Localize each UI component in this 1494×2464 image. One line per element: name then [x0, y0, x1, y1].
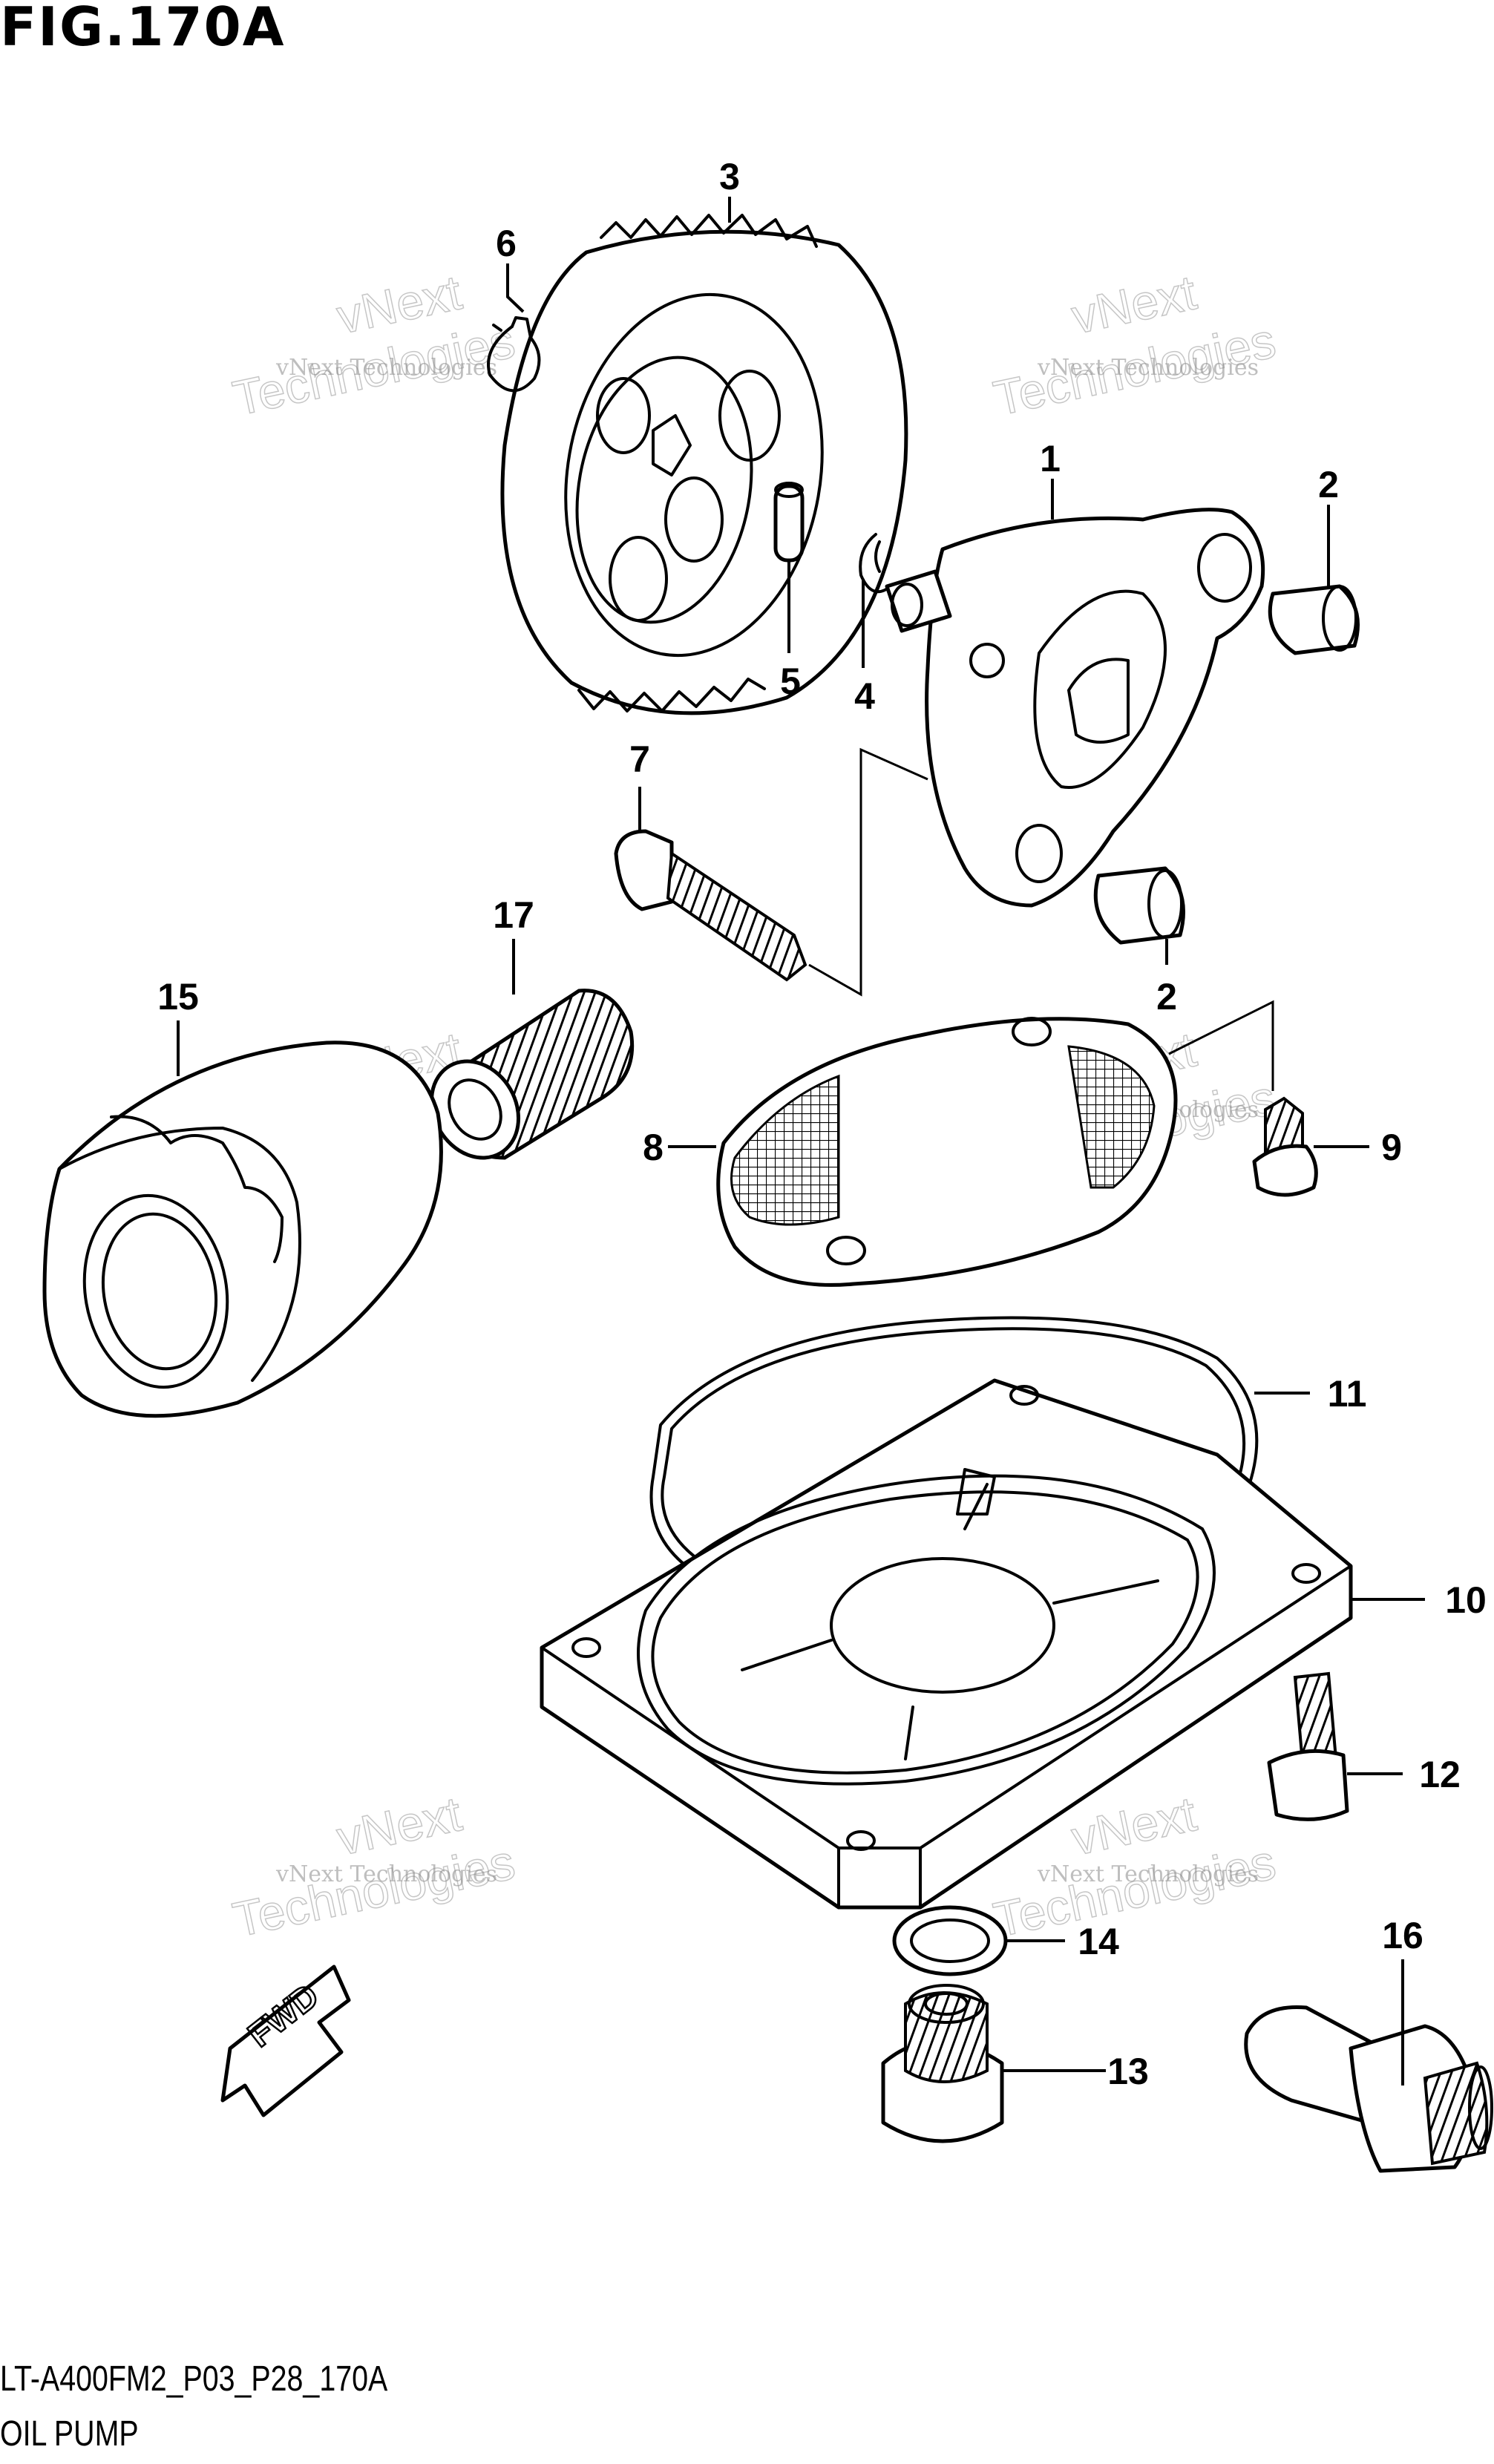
- watermark-small: vNext Technologies: [1037, 1861, 1259, 1887]
- callout-16: 16: [1382, 1915, 1423, 1956]
- watermark-5: vNext Technologies vNext Technologies: [228, 1785, 520, 1947]
- callout-4: 4: [854, 675, 875, 717]
- assembly-bracket-right: [1168, 1000, 1274, 1091]
- callout-8: 8: [643, 1127, 664, 1168]
- callout-10: 10: [1445, 1579, 1487, 1621]
- part-8-oil-strainer: [716, 1017, 1178, 1287]
- part-5-pin: [773, 482, 805, 563]
- callout-17: 17: [493, 894, 534, 936]
- part-3-oil-pump-driven-gear: [500, 214, 908, 715]
- figure-title: FIG.170A: [0, 0, 286, 58]
- part-17-nipple: [429, 989, 635, 1160]
- figure-code: LT-A400FM2_P03_P28_170A: [0, 2359, 388, 2399]
- callout-leaders: [177, 197, 1425, 2085]
- part-2-dowel-pin-upper: [1268, 584, 1360, 655]
- part-10-oil-pan: [540, 1378, 1353, 1910]
- fwd-arrow: FWD: [220, 1965, 351, 2117]
- callout-15: 15: [157, 976, 199, 1018]
- watermark-2: vNext Technologies vNext Technologies: [989, 263, 1281, 426]
- part-4-circlip: [859, 533, 892, 594]
- callout-3: 3: [719, 156, 740, 197]
- callouts: 3 6 1 2 5 4 7 17 2 15 8 9 11 10 12 14 16…: [157, 156, 1487, 2092]
- callout-2b: 2: [1156, 976, 1177, 1018]
- part-14-gasket: [892, 1905, 1008, 1976]
- callout-13: 13: [1107, 2051, 1149, 2092]
- callout-2a: 2: [1318, 464, 1339, 505]
- callout-12: 12: [1419, 1754, 1461, 1795]
- callout-5: 5: [780, 661, 801, 702]
- part-16-oil-pressure-switch: [1244, 2005, 1493, 2173]
- part-7-bolt: [614, 829, 807, 982]
- assembly-bracket-left: [808, 747, 928, 997]
- callout-11: 11: [1328, 1373, 1367, 1415]
- part-9-bolt: [1252, 1096, 1318, 1197]
- callout-1: 1: [1040, 438, 1061, 479]
- part-12-bolt: [1267, 1671, 1349, 1821]
- watermark-small: vNext Technologies: [275, 355, 497, 381]
- callout-6: 6: [496, 223, 517, 264]
- part-13-drain-plug: [881, 1984, 1004, 2143]
- watermark-small: vNext Technologies: [275, 1861, 497, 1887]
- figure-name: OIL PUMP: [0, 2414, 139, 2454]
- part-2-dowel-pin-lower: [1093, 866, 1185, 945]
- callout-9: 9: [1381, 1127, 1402, 1168]
- callout-14: 14: [1078, 1921, 1119, 1962]
- watermark-1: vNext Technologies vNext Technologies: [228, 263, 520, 426]
- watermark-small: vNext Technologies: [1037, 355, 1259, 381]
- part-1-oil-pump-body: [885, 508, 1265, 908]
- callout-7: 7: [629, 738, 650, 780]
- part-15-oil-filter: [42, 1041, 443, 1418]
- part-6-circlip: [487, 316, 541, 393]
